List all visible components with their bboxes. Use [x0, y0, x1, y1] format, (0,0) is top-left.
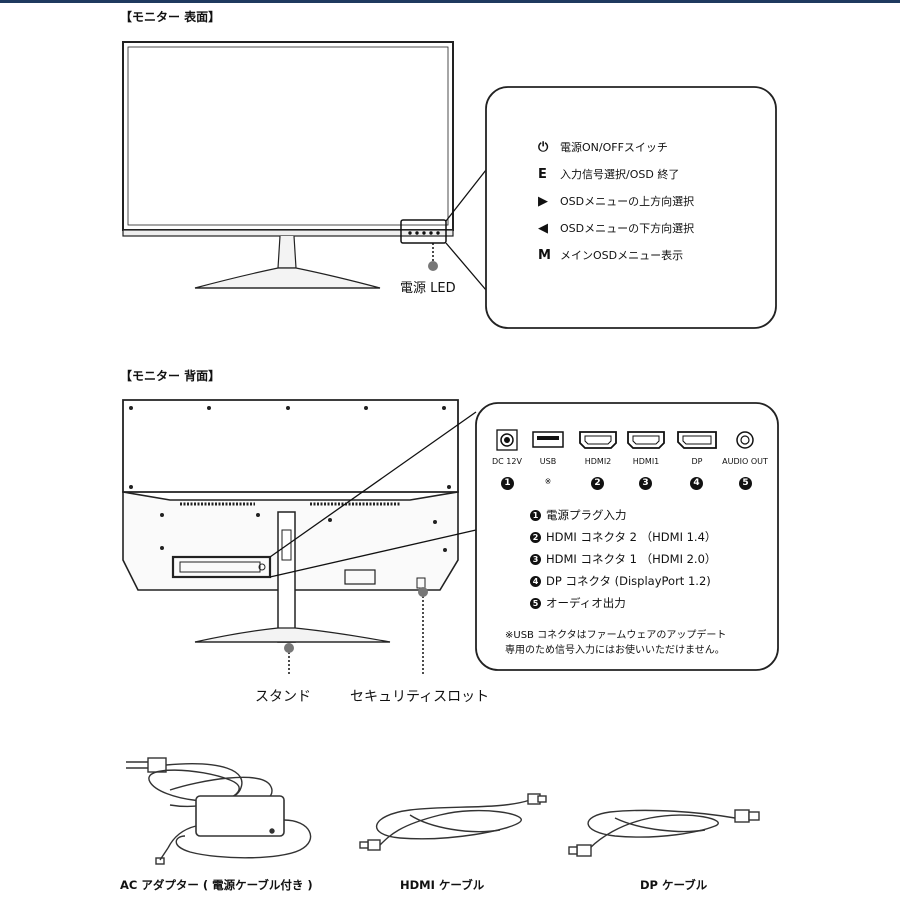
legend-item-2: 2 HDMI コネクタ 2 （HDMI 1.4）	[530, 529, 716, 545]
ac-adapter-illustration	[126, 757, 312, 865]
port-marker-1: 1	[501, 477, 514, 490]
port-marker-4: 4	[690, 477, 703, 490]
control-row-menu: M メインOSDメニュー表示	[538, 245, 683, 265]
back-callout-box	[475, 402, 779, 671]
back-section-title: 【モニター 背面】	[120, 369, 221, 383]
port-label-hdmi2: HDMI2	[584, 457, 612, 466]
control-label: メインOSDメニュー表示	[560, 249, 684, 262]
control-label: 入力信号選択/OSD 終了	[560, 168, 680, 181]
port-label-audio: AUDIO OUT	[722, 457, 768, 466]
legend-label: DP コネクタ (DisplayPort 1.2)	[546, 574, 711, 588]
port-label-hdmi1: HDMI1	[632, 457, 660, 466]
usb-note-line-1: ※USB コネクタはファームウェアのアップデート	[505, 630, 727, 641]
legend-number: 2	[530, 531, 541, 543]
port-label-usb: USB	[539, 457, 557, 466]
stand-marker-dot	[284, 643, 294, 653]
back-monitor	[122, 399, 459, 643]
security-marker-dot	[418, 587, 428, 597]
control-row-up: ▶ OSDメニューの上方向選択	[538, 191, 694, 211]
legend-label: 電源プラグ入力	[546, 508, 627, 522]
legend-label: HDMI コネクタ 1 （HDMI 2.0）	[546, 552, 717, 566]
legend-item-5: 5 オーディオ出力	[530, 595, 626, 611]
dp-cable-illustration	[568, 809, 760, 857]
legend-item-4: 4 DP コネクタ (DisplayPort 1.2)	[530, 573, 711, 589]
control-row-input: E 入力信号選択/OSD 終了	[538, 164, 679, 184]
control-label: 電源ON/OFFスイッチ	[560, 141, 668, 154]
dc-port-icon	[496, 429, 518, 451]
port-marker-5: 5	[739, 477, 752, 490]
hdmi-cable-illustration	[359, 793, 547, 851]
legend-item-3: 3 HDMI コネクタ 1 （HDMI 2.0）	[530, 551, 716, 567]
usb-note: ※USB コネクタはファームウェアのアップデート 専用のため信号入力にはお使いい…	[505, 628, 726, 658]
triangle-left-icon: ◀	[538, 220, 548, 236]
audio-port-icon	[736, 431, 754, 449]
dp-cable-label: DP ケーブル	[640, 878, 708, 892]
legend-label: HDMI コネクタ 2 （HDMI 1.4）	[546, 530, 717, 544]
usb-port-icon	[532, 431, 564, 448]
hdmi1-port-icon	[627, 431, 665, 449]
control-row-power: ⏻ 電源ON/OFFスイッチ	[538, 137, 668, 157]
front-monitor	[122, 41, 454, 289]
led-marker-dot	[428, 261, 438, 271]
security-slot-label: セキュリティスロット	[350, 689, 490, 705]
legend-label: オーディオ出力	[546, 596, 626, 610]
legend-item-1: 1 電源プラグ入力	[530, 507, 627, 523]
top-accent-bar	[0, 0, 900, 3]
hdmi-cable-label: HDMI ケーブル	[400, 878, 485, 892]
port-marker-3: 3	[639, 477, 652, 490]
power-icon: ⏻	[538, 139, 549, 155]
legend-number: 1	[530, 509, 541, 521]
m-letter-icon: M	[538, 247, 551, 263]
port-marker-usb: ※	[544, 477, 552, 486]
stand-label: スタンド	[255, 689, 311, 705]
led-label: 電源 LED	[400, 281, 456, 296]
front-button-box	[400, 219, 447, 244]
front-section-title: 【モニター 表面】	[120, 10, 221, 24]
usb-note-line-2: 専用のため信号入力にはお使いいただけません。	[505, 645, 725, 656]
control-row-down: ◀ OSDメニューの下方向選択	[538, 218, 694, 238]
control-label: OSDメニューの上方向選択	[560, 195, 695, 208]
front-callout-box	[485, 86, 777, 329]
port-label-dc: DC 12V	[492, 457, 522, 466]
dp-port-icon	[677, 431, 717, 449]
hdmi2-port-icon	[579, 431, 617, 449]
control-label: OSDメニューの下方向選択	[560, 222, 695, 235]
legend-number: 5	[530, 597, 541, 609]
port-marker-2: 2	[591, 477, 604, 490]
e-letter-icon: E	[538, 166, 547, 182]
port-label-dp: DP	[691, 457, 703, 466]
legend-number: 3	[530, 553, 541, 565]
ac-adapter-label: AC アダプター ( 電源ケーブル付き )	[120, 878, 313, 892]
legend-number: 4	[530, 575, 541, 587]
triangle-right-icon: ▶	[538, 193, 548, 209]
